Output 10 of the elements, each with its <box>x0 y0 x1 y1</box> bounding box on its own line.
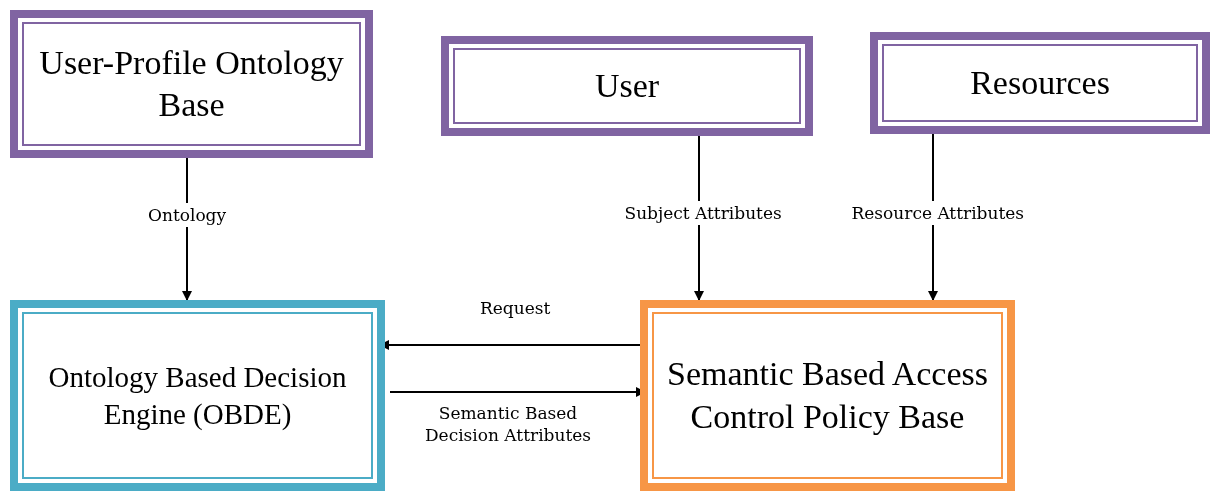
process-box <box>10 10 373 158</box>
box-text: Resources <box>970 62 1110 103</box>
process-box <box>870 32 1210 134</box>
box-text: Semantic Based Access Control Policy Base <box>666 354 989 437</box>
process-box <box>10 300 385 491</box>
process-box <box>640 300 1015 491</box>
box-text: Ontology Based Decision Engine (OBDE) <box>47 360 348 432</box>
process-box <box>441 36 813 136</box>
box-text: User-Profile Ontology Base <box>38 42 345 125</box>
box-text: User <box>594 65 660 106</box>
